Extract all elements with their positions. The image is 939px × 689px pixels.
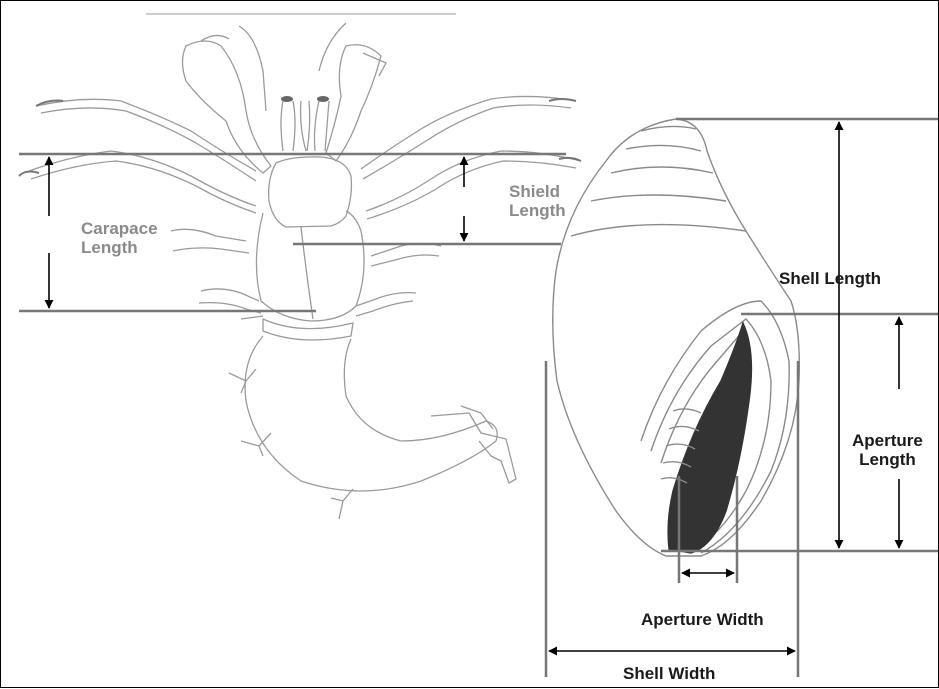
carapace-label-line2: Length bbox=[81, 238, 158, 257]
shell-illustration bbox=[553, 119, 800, 556]
shield-length-label: Shield Length bbox=[509, 182, 566, 220]
right-claw bbox=[326, 45, 381, 161]
shell-width-label: Shell Width bbox=[623, 664, 715, 683]
aperture-opening bbox=[668, 323, 751, 553]
aperture-length-label: Aperture Length bbox=[852, 431, 923, 469]
aperture-width-label: Aperture Width bbox=[641, 610, 764, 629]
carapace-rear bbox=[256, 211, 364, 321]
carapace-label-line1: Carapace bbox=[81, 219, 158, 238]
shield bbox=[269, 157, 352, 227]
hermit-crab-illustration bbox=[19, 14, 581, 519]
shield-label-line1: Shield bbox=[509, 182, 566, 201]
measurement-lines bbox=[19, 119, 938, 677]
shell-length-label: Shell Length bbox=[779, 269, 881, 288]
carapace-length-label: Carapace Length bbox=[81, 219, 158, 257]
aperture-length-line2: Length bbox=[852, 450, 923, 469]
shield-label-line2: Length bbox=[509, 201, 566, 220]
aperture-length-line1: Aperture bbox=[852, 431, 923, 450]
